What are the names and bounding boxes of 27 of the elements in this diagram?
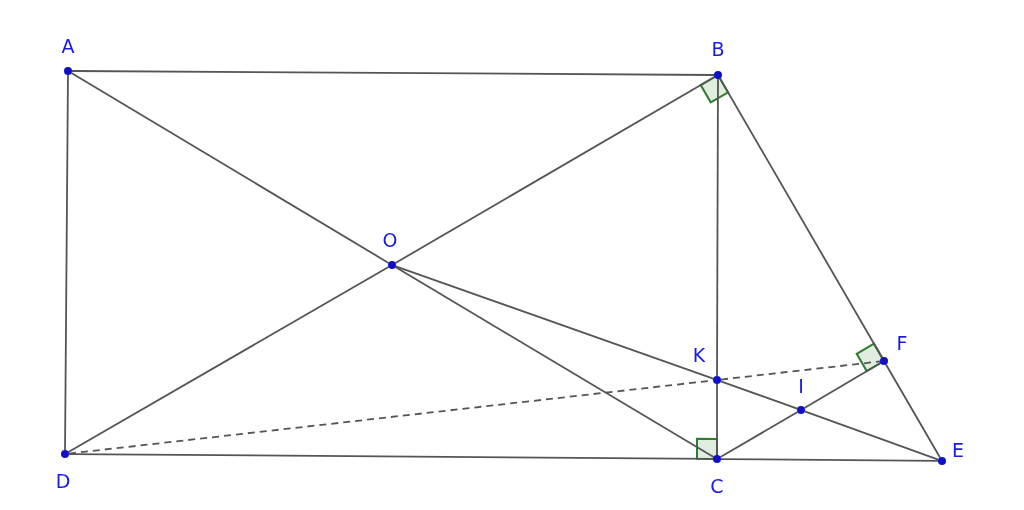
line-segment [394,265,715,380]
line-segment [719,411,799,458]
line-segment [803,410,940,461]
line-segment [716,78,719,377]
line-segment [394,266,715,458]
point-label: A [61,36,75,56]
point-label: F [896,333,908,353]
point-label: O [382,230,398,250]
line-segment [394,76,716,264]
line-segment [720,458,939,462]
line-segment [70,72,390,264]
line-segment [64,74,69,451]
line-segment [719,380,799,410]
point-label: B [711,39,725,59]
line-segment [803,362,882,409]
point-label: D [55,471,71,491]
line-segment [716,383,718,456]
point-label: I [798,376,804,396]
line-segment [885,363,941,459]
line-segment [719,77,883,359]
point-label: K [692,345,706,365]
point-label: E [952,440,964,460]
line-segment [67,266,390,453]
line-segment [68,453,714,460]
dashed-segment [720,360,881,381]
line-segment [71,70,715,76]
point-label: C [710,476,724,496]
